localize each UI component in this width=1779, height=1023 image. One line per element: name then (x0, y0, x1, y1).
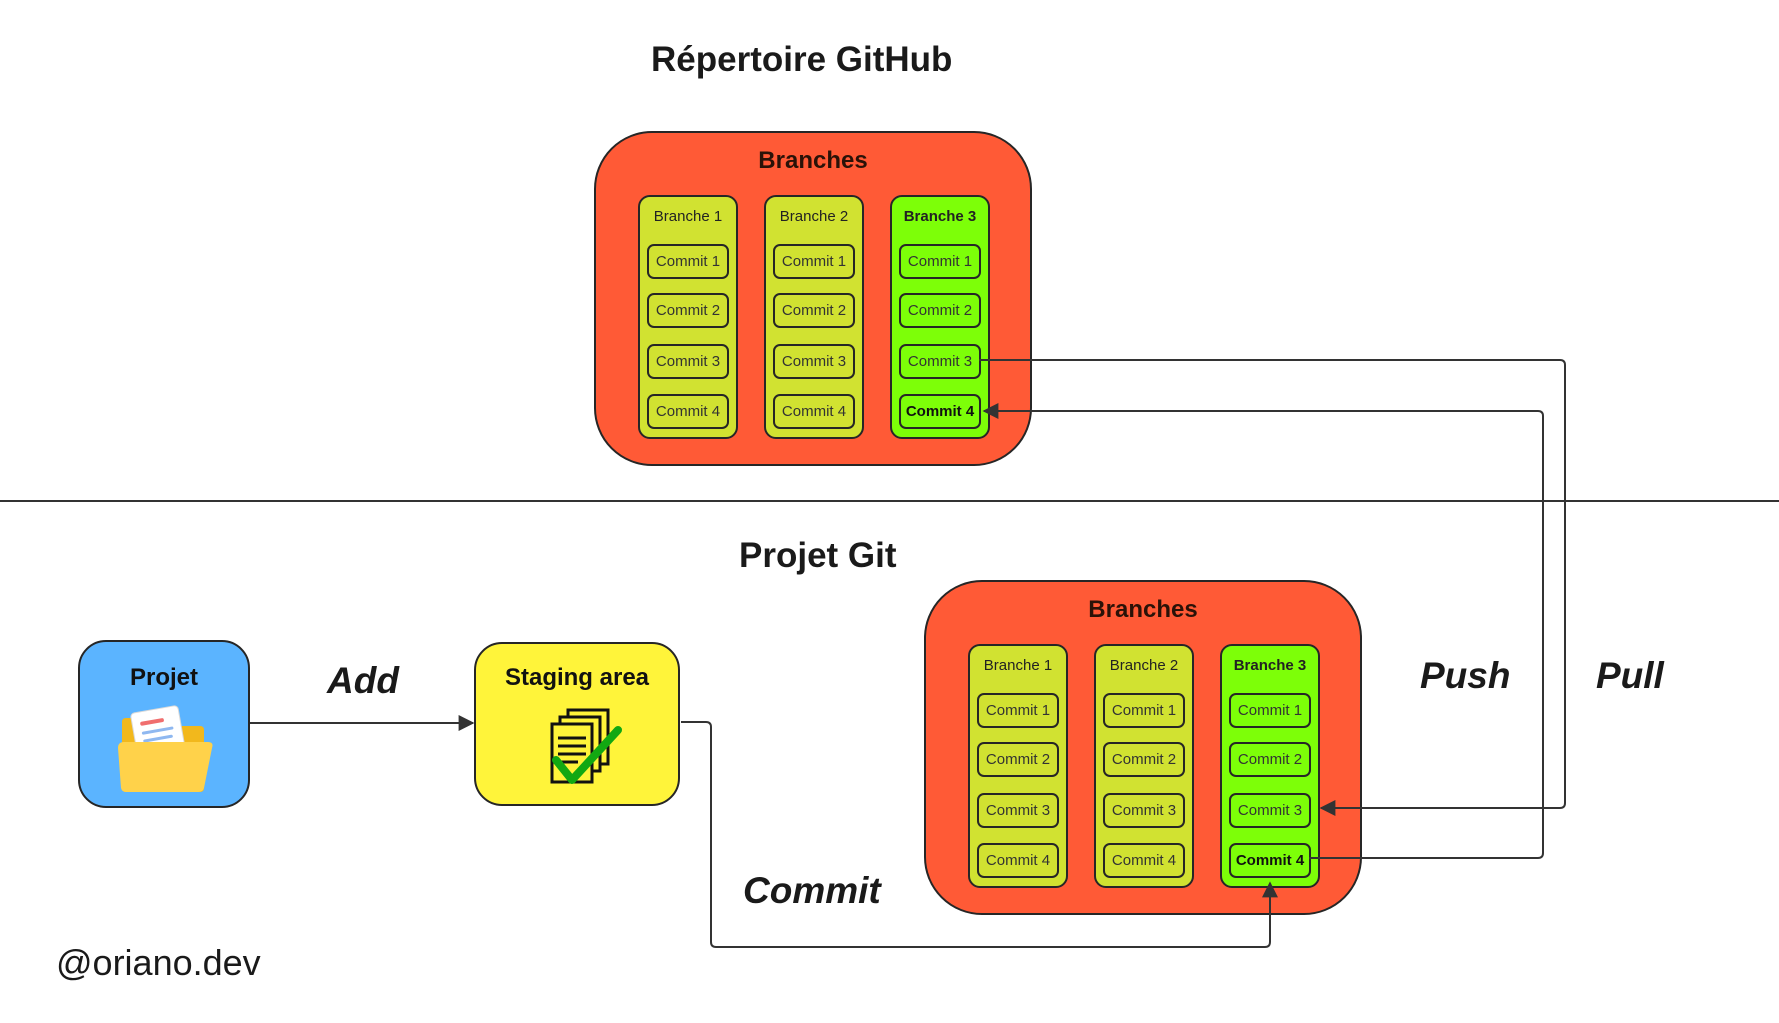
watermark: @oriano.dev (56, 942, 261, 983)
push-arrow (982, 403, 1544, 859)
commit-box: Commit 1 (899, 244, 981, 279)
commit-box: Commit 3 (977, 793, 1059, 828)
remote-branches-label: Branches (758, 147, 868, 174)
commit-box: Commit 3 (1229, 793, 1311, 828)
local-branch-1: Branche 1 Commit 1 Commit 2 Commit 3 Com… (968, 644, 1068, 888)
branch-label: Branche 1 (653, 208, 723, 225)
pull-label: Pull (1596, 655, 1664, 696)
add-label: Add (327, 660, 399, 701)
commit-label: Commit (743, 870, 881, 911)
remote-branches-container: Branches Branche 1 Commit 1 Commit 2 Com… (594, 131, 1032, 466)
commit-box: Commit 3 (899, 344, 981, 379)
commit-box: Commit 2 (773, 293, 855, 328)
commit-box: Commit 1 (773, 244, 855, 279)
staging-area-node: Staging area (474, 642, 680, 806)
remote-title: Répertoire GitHub (651, 40, 953, 79)
branch-label: Branche 2 (1109, 657, 1179, 674)
commit-box: Commit 1 (647, 244, 729, 279)
pull-arrow (979, 359, 1566, 816)
commit-box: Commit 4 (647, 394, 729, 429)
commit-box: Commit 4 (899, 394, 981, 429)
remote-branch-2: Branche 2 Commit 1 Commit 2 Commit 3 Com… (764, 195, 864, 439)
commit-box: Commit 1 (977, 693, 1059, 728)
commit-box: Commit 2 (899, 293, 981, 328)
commit-box: Commit 4 (1103, 843, 1185, 878)
commit-box: Commit 4 (773, 394, 855, 429)
commit-box: Commit 1 (1229, 693, 1311, 728)
branch-label: Branche 3 (1233, 657, 1307, 674)
commit-box: Commit 4 (1229, 843, 1311, 878)
documents-check-icon (546, 708, 624, 788)
commit-box: Commit 1 (1103, 693, 1185, 728)
commit-box: Commit 3 (1103, 793, 1185, 828)
branch-label: Branche 3 (903, 208, 977, 225)
commit-box: Commit 2 (1229, 742, 1311, 777)
remote-branch-3: Branche 3 Commit 1 Commit 2 Commit 3 Com… (890, 195, 990, 439)
staging-area-label: Staging area (504, 664, 650, 691)
divider (0, 500, 1779, 502)
projet-node: Projet (78, 640, 250, 808)
commit-box: Commit 2 (977, 742, 1059, 777)
commit-box: Commit 3 (773, 344, 855, 379)
commit-box: Commit 2 (647, 293, 729, 328)
push-label: Push (1420, 655, 1511, 696)
commit-arrow (681, 721, 1278, 948)
folder-icon (116, 702, 216, 794)
commit-box: Commit 3 (647, 344, 729, 379)
local-branches-label: Branches (1088, 596, 1198, 623)
local-branch-3: Branche 3 Commit 1 Commit 2 Commit 3 Com… (1220, 644, 1320, 888)
local-branches-container: Branches Branche 1 Commit 1 Commit 2 Com… (924, 580, 1362, 915)
projet-label: Projet (129, 664, 198, 691)
commit-box: Commit 4 (977, 843, 1059, 878)
local-branch-2: Branche 2 Commit 1 Commit 2 Commit 3 Com… (1094, 644, 1194, 888)
commit-box: Commit 2 (1103, 742, 1185, 777)
branch-label: Branche 1 (983, 657, 1053, 674)
remote-branch-1: Branche 1 Commit 1 Commit 2 Commit 3 Com… (638, 195, 738, 439)
local-title: Projet Git (739, 536, 897, 575)
branch-label: Branche 2 (779, 208, 849, 225)
